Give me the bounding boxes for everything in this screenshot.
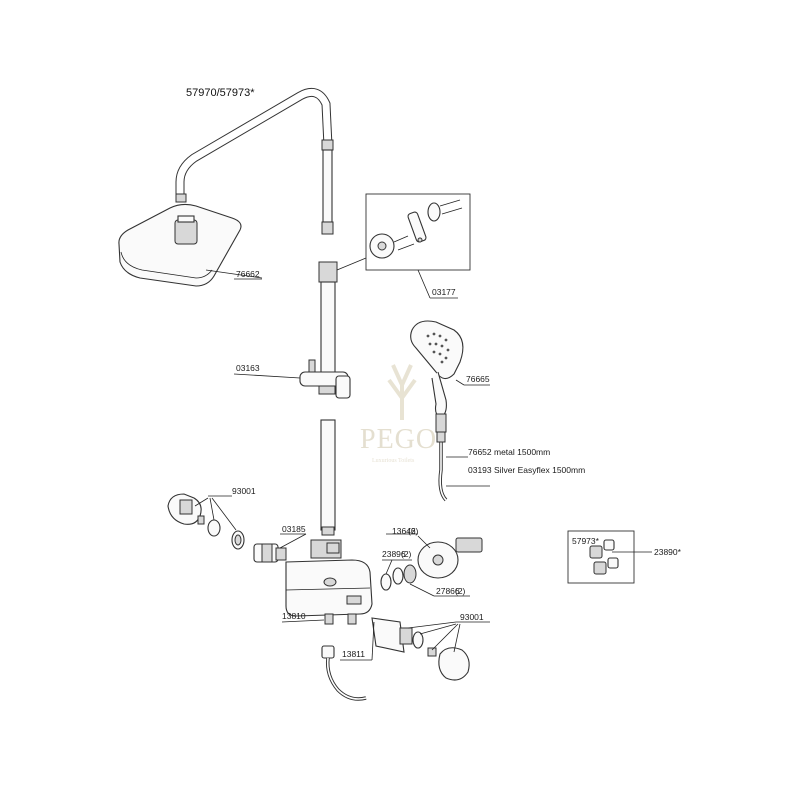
label-handle-left: 93001 xyxy=(232,486,256,496)
label-handshower: 76665 xyxy=(466,374,490,384)
label-27866-qty: (2) xyxy=(455,586,466,596)
right-valve-parts xyxy=(371,537,483,681)
label-13646-qty: (2) xyxy=(408,526,419,536)
label-inset-code: 57973* xyxy=(572,536,600,546)
label-23896: 23896 xyxy=(382,549,406,559)
leader-cartridge-left xyxy=(279,533,307,549)
leader-bracket xyxy=(417,269,431,299)
upper-riser xyxy=(321,149,334,235)
label-hose-a-desc: metal 1500mm xyxy=(494,447,550,457)
diagram-title: 57970/57973* xyxy=(186,87,255,99)
bracket-arm xyxy=(336,257,367,271)
slider xyxy=(299,359,351,399)
leader-slider xyxy=(233,373,301,379)
label-hose-a-code: 76652 xyxy=(468,447,492,457)
label-13811: 13811 xyxy=(342,649,365,659)
label-13646: 13646 xyxy=(392,526,416,536)
watermark-subtitle: Luxurious Toilets xyxy=(372,458,415,464)
leader-head xyxy=(205,269,263,279)
label-slider: 03163 xyxy=(236,363,260,373)
hose xyxy=(436,431,448,502)
label-cartridge-left: 03185 xyxy=(282,524,306,534)
thermostat-body xyxy=(285,539,373,625)
label-13810: 13810 xyxy=(282,611,306,621)
wall-bracket-inset xyxy=(365,193,471,271)
watermark: PEGO Luxurious Toilets xyxy=(360,364,437,464)
label-inset-part: 23890* xyxy=(654,547,682,557)
left-handle-set xyxy=(167,493,287,563)
shower-arm xyxy=(175,87,334,203)
main-riser xyxy=(318,261,338,536)
lower-fittings xyxy=(321,613,367,701)
label-head: 76662 xyxy=(236,269,260,279)
leader-13810 xyxy=(281,619,325,623)
label-wall-bracket: 03177 xyxy=(432,287,456,297)
label-hose-b-desc: Silver Easyflex 1500mm xyxy=(494,465,585,475)
watermark-logo xyxy=(387,364,417,420)
label-hose-b-code: 03193 xyxy=(468,465,492,475)
label-handle-right: 93001 xyxy=(460,612,484,622)
label-27866: 27866 xyxy=(436,586,460,596)
inset-57973 xyxy=(567,530,635,584)
leader-handshower xyxy=(455,379,465,386)
hand-shower xyxy=(410,320,464,433)
label-23896-qty: (2) xyxy=(401,549,412,559)
leader-handle-right xyxy=(407,621,457,629)
head-shower xyxy=(118,203,242,287)
watermark-text: PEGO xyxy=(360,424,437,455)
leader-27866 xyxy=(409,583,435,597)
